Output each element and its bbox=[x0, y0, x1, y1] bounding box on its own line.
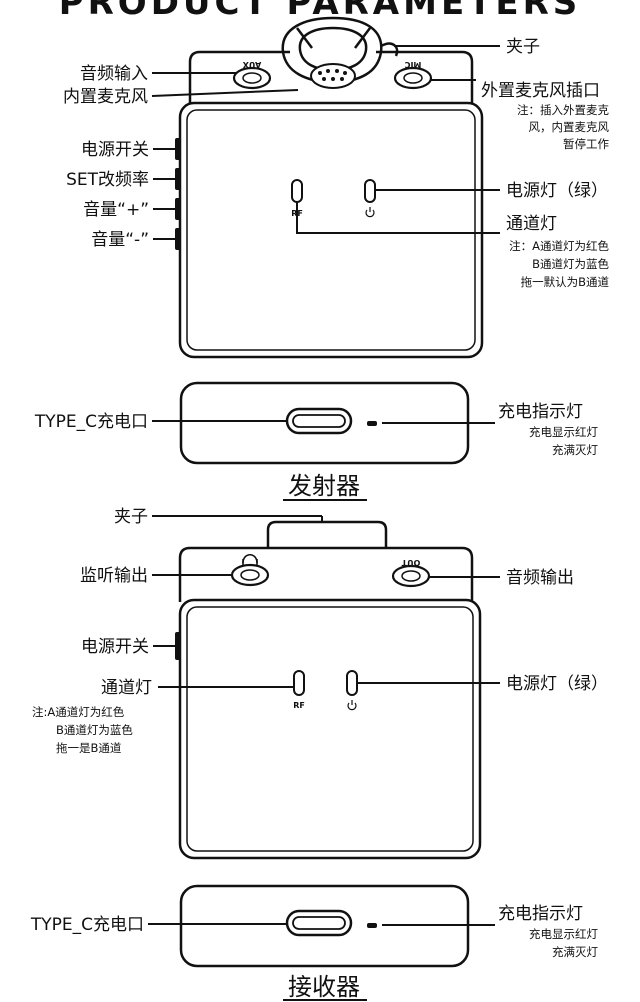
transmitter-leader-lines bbox=[151, 45, 500, 240]
mic-port-label: MIC bbox=[404, 60, 421, 69]
built-in-mic-grille bbox=[310, 63, 356, 89]
transmitter-ext-mic-port-label: 外置麦克风插口 bbox=[481, 81, 600, 101]
receiver-channel-led-label: 通道灯 bbox=[101, 678, 152, 698]
transmitter-screen-panel bbox=[186, 109, 476, 351]
transmitter-channel-led-label: 通道灯 bbox=[506, 214, 557, 234]
transmitter-audio-in-label: 音频输入 bbox=[80, 64, 148, 84]
receiver-rf-label: RF bbox=[293, 701, 305, 710]
monitor-out-port[interactable] bbox=[230, 563, 270, 587]
transmitter-set-button[interactable] bbox=[175, 168, 181, 190]
receiver-power-switch[interactable] bbox=[175, 632, 181, 660]
aux-port[interactable] bbox=[232, 66, 272, 90]
transmitter-clip-label: 夹子 bbox=[506, 37, 540, 57]
receiver-section-title: 接收器 bbox=[288, 973, 360, 1001]
transmitter-charge-led-label: 充电指示灯 bbox=[498, 402, 583, 422]
transmitter-power-switch[interactable] bbox=[175, 138, 181, 160]
transmitter-charge-note-1: 充电显示红灯 bbox=[529, 425, 598, 439]
receiver-body bbox=[178, 598, 482, 860]
transmitter-body bbox=[178, 101, 484, 359]
transmitter-set-label: SET改频率 bbox=[66, 170, 149, 190]
receiver-usb-label: TYPE_C充电口 bbox=[30, 915, 144, 935]
receiver-charge-note-2: 充满灭灯 bbox=[552, 945, 598, 959]
transmitter-vol-plus-label: 音量“+” bbox=[83, 200, 149, 220]
receiver-charge-led bbox=[367, 923, 377, 928]
transmitter-power-led bbox=[364, 179, 376, 203]
transmitter-volume-plus-button[interactable] bbox=[175, 198, 181, 220]
transmitter-channel-note-3: 拖一默认为B通道 bbox=[521, 275, 610, 289]
out-port-label: OUT bbox=[401, 558, 420, 567]
transmitter-channel-note-1: 注：A通道灯为红色 bbox=[509, 239, 609, 253]
receiver-channel-note-2: B通道灯为蓝色 bbox=[56, 723, 133, 737]
transmitter-volume-minus-button[interactable] bbox=[175, 228, 181, 250]
receiver-charge-led-label: 充电指示灯 bbox=[498, 904, 583, 924]
transmitter-power-led-label: 电源灯（绿） bbox=[506, 181, 608, 201]
receiver-top-cap bbox=[178, 546, 474, 602]
page-header-title: PRODUCT PARAMETERS bbox=[59, 0, 582, 23]
receiver-power-symbol-icon bbox=[347, 700, 357, 711]
receiver-screen-panel bbox=[186, 606, 474, 852]
receiver-power-switch-label: 电源开关 bbox=[81, 637, 149, 657]
receiver-clip bbox=[266, 520, 388, 548]
transmitter-charge-note-2: 充满灭灯 bbox=[552, 443, 598, 457]
transmitter-top-cap bbox=[188, 50, 474, 104]
receiver-monitor-out-label: 监听输出 bbox=[80, 566, 148, 586]
receiver-power-led-label: 电源灯（绿） bbox=[506, 674, 608, 694]
receiver-power-led bbox=[346, 670, 358, 696]
transmitter-usb-label: TYPE_C充电口 bbox=[34, 412, 148, 432]
headphone-icon bbox=[242, 553, 258, 566]
transmitter-ext-mic-note-1: 注：插入外置麦克 bbox=[517, 103, 609, 117]
transmitter-built-in-mic-label: 内置麦克风 bbox=[63, 87, 148, 107]
transmitter-charge-led bbox=[367, 421, 377, 426]
transmitter-ext-mic-note-2: 风，内置麦克风 bbox=[529, 120, 610, 134]
receiver-charge-note-1: 充电显示红灯 bbox=[529, 927, 598, 941]
transmitter-power-symbol-icon bbox=[365, 207, 375, 218]
aux-port-label: AUX bbox=[242, 60, 261, 69]
transmitter-channel-led bbox=[291, 179, 303, 203]
receiver-clip-label: 夹子 bbox=[114, 507, 148, 527]
transmitter-power-switch-label: 电源开关 bbox=[81, 140, 149, 160]
transmitter-channel-note-2: B通道灯为蓝色 bbox=[532, 257, 609, 271]
receiver-channel-led bbox=[293, 670, 305, 696]
transmitter-section-title: 发射器 bbox=[288, 472, 360, 500]
receiver-audio-out-label: 音频输出 bbox=[506, 568, 574, 588]
transmitter-vol-minus-label: 音量“-” bbox=[91, 230, 149, 250]
transmitter-ext-mic-note-3: 暂停工作 bbox=[563, 137, 609, 151]
receiver-channel-note-1: 注:A通道灯为红色 bbox=[32, 705, 125, 719]
receiver-channel-note-3: 拖一是B通道 bbox=[56, 741, 122, 755]
receiver-leader-lines bbox=[152, 574, 500, 688]
audio-out-port[interactable] bbox=[391, 564, 431, 588]
mic-port[interactable] bbox=[393, 66, 433, 90]
